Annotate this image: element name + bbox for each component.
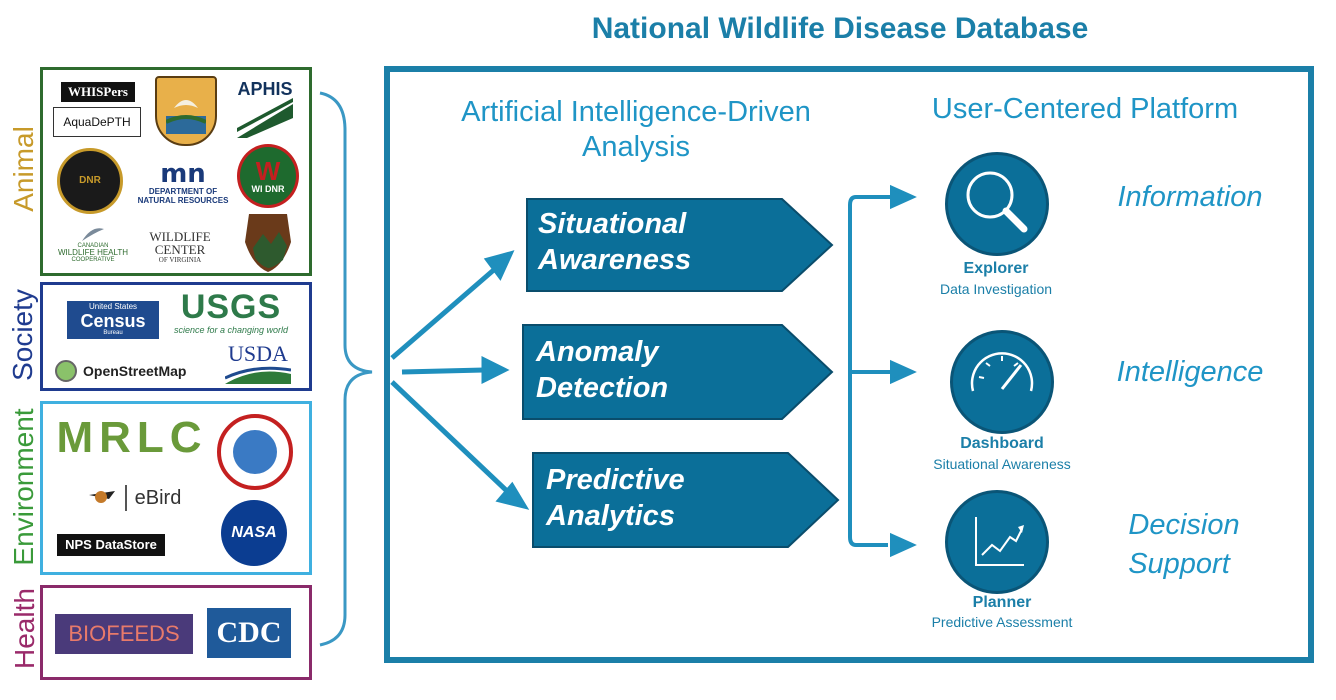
trend-chart-icon bbox=[975, 517, 1024, 566]
osm-logo: OpenStreetMap bbox=[55, 359, 205, 383]
biofeeds-logo: BIOFEEDS bbox=[55, 614, 193, 654]
planner-subtitle: Predictive Assessment bbox=[931, 614, 1073, 630]
analysis-label-line1: Anomaly bbox=[536, 336, 659, 368]
gauge-icon bbox=[970, 352, 1034, 392]
dashboard-label: Dashboard bbox=[960, 435, 1044, 452]
aphis-logo: APHIS bbox=[233, 76, 297, 142]
pentagon-shape bbox=[532, 452, 840, 548]
outcome-line2: Support bbox=[1128, 548, 1230, 581]
nps-arrowhead-icon bbox=[243, 212, 293, 274]
whispers-logo: WHISPers bbox=[61, 82, 135, 102]
mrlc-logo: MRLC bbox=[56, 412, 208, 462]
planner-label: Planner bbox=[972, 594, 1032, 611]
health-sources-box: BIOFEEDS CDC bbox=[40, 585, 312, 680]
dashboard-tool-button[interactable] bbox=[950, 330, 1054, 434]
michigan-dnr-seal-icon: DNR bbox=[57, 148, 123, 214]
outcome-line1: Decision bbox=[1128, 509, 1240, 541]
explorer-subtitle: Data Investigation bbox=[939, 281, 1053, 297]
ai-analysis-heading: Artificial Intelligence-Driven Analysis bbox=[461, 96, 811, 163]
pentagon-shape bbox=[522, 324, 834, 420]
analysis-label-line2: Analytics bbox=[546, 500, 675, 533]
outcome-decision-support: Decision Support bbox=[1094, 506, 1274, 584]
analysis-label-line2: Detection bbox=[536, 372, 669, 405]
usgs-logo: USGS science for a changing world bbox=[173, 288, 289, 336]
platform-heading: User-Centered Platform bbox=[931, 93, 1239, 125]
mn-dnr-logo: mn DEPARTMENT OF NATURAL RESOURCES bbox=[137, 158, 229, 205]
society-sources-box: United States Census Bureau USGS science… bbox=[40, 282, 312, 391]
usfws-shield-icon bbox=[155, 76, 217, 146]
explorer-tool-button[interactable] bbox=[945, 152, 1049, 256]
analysis-predictive-analytics[interactable]: Predictive Analytics bbox=[532, 452, 840, 548]
animal-sources-box: WHISPers AquaDePTH APHIS DNR mn DEPARTME… bbox=[40, 67, 312, 276]
nws-seal-icon bbox=[217, 414, 293, 490]
census-logo: United States Census Bureau bbox=[67, 301, 159, 339]
outcome-information: Information bbox=[1117, 181, 1263, 213]
ebird-logo: eBird bbox=[69, 480, 199, 516]
pentagon-shape bbox=[526, 198, 834, 292]
diagram-title: National Wildlife Disease Database bbox=[591, 12, 1089, 45]
magnifier-icon bbox=[966, 171, 1028, 233]
database-frame bbox=[384, 66, 1314, 663]
nps-datastore-logo: NPS DataStore bbox=[57, 534, 165, 556]
osm-magnifier-icon bbox=[55, 360, 77, 382]
planner-tool-button[interactable] bbox=[945, 490, 1049, 594]
analysis-label-line1: Situational bbox=[538, 208, 687, 240]
cwhc-logo: CANADIAN WILDLIFE HEALTH COOPERATIVE bbox=[51, 216, 135, 272]
outcome-intelligence: Intelligence bbox=[1116, 356, 1264, 388]
analysis-anomaly-detection[interactable]: Anomaly Detection bbox=[522, 324, 834, 420]
dashboard-subtitle: Situational Awareness bbox=[933, 456, 1071, 472]
analysis-label-line2: Awareness bbox=[538, 244, 692, 277]
aquadepth-logo: AquaDePTH bbox=[53, 107, 141, 137]
environment-sources-box: MRLC eBird NPS DataStore NASA bbox=[40, 401, 312, 575]
wildlife-center-virginia-logo: WILDLIFE CENTER OF VIRGINIA bbox=[149, 228, 211, 264]
cdc-logo: CDC bbox=[207, 608, 291, 658]
explorer-label: Explorer bbox=[963, 260, 1029, 277]
analysis-situational-awareness[interactable]: Situational Awareness bbox=[526, 198, 834, 292]
analysis-label-line1: Predictive bbox=[546, 464, 685, 496]
usda-logo: USDA bbox=[223, 339, 293, 387]
nasa-meatball-icon: NASA bbox=[221, 500, 287, 566]
